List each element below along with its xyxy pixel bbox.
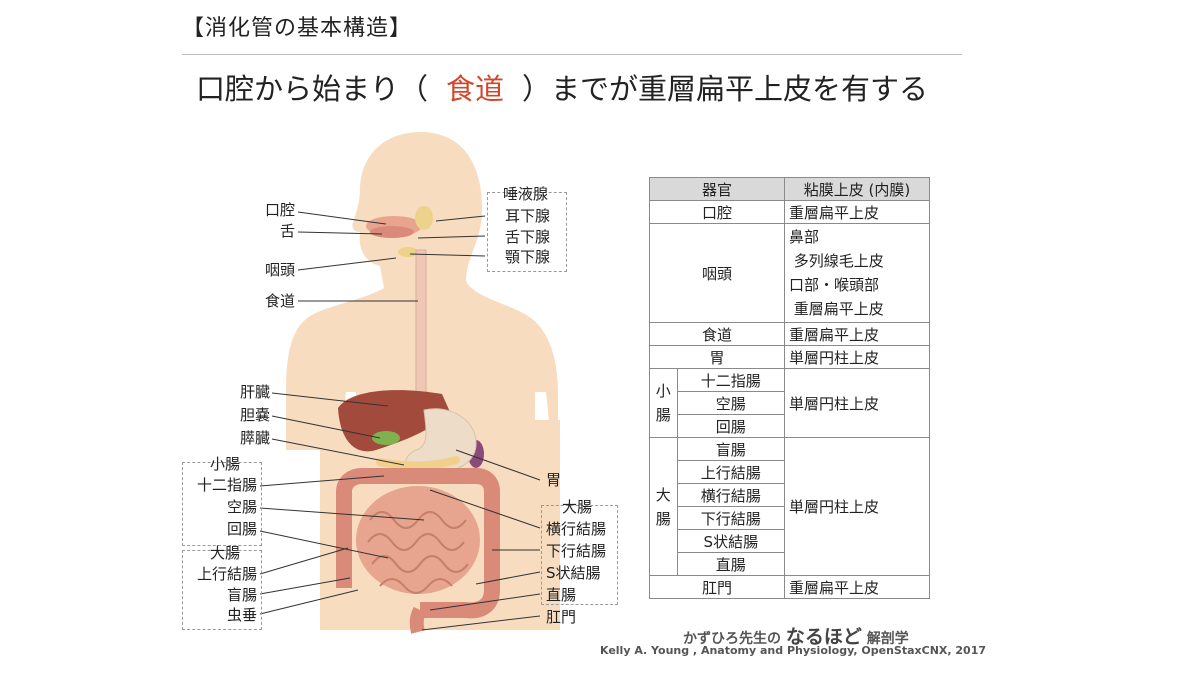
group-small-label: 小腸 <box>655 382 671 424</box>
pharynx-line: 重層扁平上皮 <box>789 300 884 318</box>
tongue <box>370 226 414 238</box>
label-liver: 肝臓 <box>239 383 270 401</box>
label-ascending-colon: 上行結腸 <box>196 565 257 583</box>
label-sigmoid-colon: S状結腸 <box>546 564 601 582</box>
table-row: 肛門 重層扁平上皮 <box>649 575 930 599</box>
epithelium-pharynx: 鼻部 多列線毛上皮口部・喉頭部 重層扁平上皮 <box>784 223 930 323</box>
label-large-intestine-right: 大腸 <box>562 498 593 516</box>
pancreas <box>376 456 460 470</box>
group-large-label: 大腸 <box>655 485 671 528</box>
brand-big: なるほど <box>785 626 862 648</box>
parotid-gland <box>415 206 433 230</box>
subtitle-before: 口腔から始まり（ <box>196 72 429 106</box>
label-descending-colon: 下行結腸 <box>546 542 607 560</box>
label-parotid: 耳下腺 <box>505 207 551 225</box>
slide-header: 【消化管の基本構造】 <box>182 16 413 41</box>
epithelium-table: 器官 粘膜上皮 (内膜) 口腔 重層扁平上皮 咽頭 鼻部 多列線毛上皮口部・喉頭… <box>649 177 930 599</box>
label-stomach: 胃 <box>546 471 562 489</box>
small-intestine-group-box <box>182 462 262 546</box>
part-sigmoid-colon: S状結腸 <box>676 529 786 553</box>
label-transverse-colon: 横行結腸 <box>546 520 607 538</box>
label-cecum: 盲腸 <box>226 586 257 604</box>
organ-oral: 口腔 <box>649 200 785 224</box>
label-large-intestine-left: 大腸 <box>209 544 240 562</box>
part-jejunum: 空腸 <box>676 391 786 415</box>
organ-pharynx: 咽頭 <box>649 223 785 323</box>
epithelium-esophagus: 重層扁平上皮 <box>784 322 930 346</box>
large-intestine-left-group-box <box>182 550 262 630</box>
organ-stomach: 胃 <box>649 345 785 369</box>
label-esophagus: 食道 <box>264 292 295 310</box>
subtitle-answer: 食道 <box>446 72 505 106</box>
label-small-intestine: 小腸 <box>209 455 240 473</box>
brand-suffix: 解剖学 <box>866 631 909 647</box>
header-epithelium: 粘膜上皮 (内膜) <box>784 177 930 201</box>
header-divider <box>182 54 962 55</box>
gallbladder <box>372 431 400 445</box>
slide-subtitle: 口腔から始まり（ 食道 ）までが重層扁平上皮を有する <box>196 66 928 108</box>
leader-lines <box>259 211 541 631</box>
submandibular-gland <box>398 247 418 257</box>
part-transverse-colon: 横行結腸 <box>676 483 786 507</box>
part-rectum: 直腸 <box>676 552 786 576</box>
brand-prefix: かずひろ先生の <box>683 631 781 647</box>
label-jejunum: 空腸 <box>226 498 257 516</box>
label-ileum: 回腸 <box>226 520 257 538</box>
organ-esophagus: 食道 <box>649 322 785 346</box>
image-credit: Kelly A. Young , Anatomy and Physiology,… <box>600 644 987 657</box>
subtitle-after: ）までが重層扁平上皮を有する <box>522 72 929 106</box>
brand-logo-text: かずひろ先生の なるほど 解剖学 <box>683 622 909 649</box>
label-rectum: 直腸 <box>546 586 577 604</box>
table-row: 食道 重層扁平上皮 <box>649 322 930 346</box>
label-tongue: 舌 <box>279 222 295 240</box>
pharynx-line: 鼻部 <box>789 228 820 246</box>
label-sublingual: 舌下腺 <box>505 228 551 246</box>
epithelium-large-intestine: 単層円柱上皮 <box>784 437 930 576</box>
label-pharynx: 咽頭 <box>264 261 295 279</box>
organ-anus: 肛門 <box>649 575 785 599</box>
large-intestine <box>336 468 500 619</box>
pharynx-line: 口部・喉頭部 <box>789 276 880 294</box>
table-row: 直腸 <box>650 552 930 576</box>
table-row: 小腸 十二指腸 単層円柱上皮 <box>649 368 930 438</box>
part-ascending-colon: 上行結腸 <box>676 460 786 484</box>
label-duodenum: 十二指腸 <box>196 476 257 494</box>
table-row: 下行結腸 <box>650 506 930 530</box>
part-descending-colon: 下行結腸 <box>676 506 786 530</box>
group-large-intestine: 大腸 <box>649 437 678 576</box>
epithelium-stomach: 単層円柱上皮 <box>784 345 930 369</box>
epithelium-anus: 重層扁平上皮 <box>784 575 930 599</box>
table-row: 胃 単層円柱上皮 <box>649 345 930 369</box>
label-mouth: 口腔 <box>264 201 295 219</box>
part-ileum: 回腸 <box>676 414 786 438</box>
salivary-gland-group-box <box>487 192 567 272</box>
label-gallbladder: 胆嚢 <box>239 406 270 424</box>
table-row: 咽頭 鼻部 多列線毛上皮口部・喉頭部 重層扁平上皮 <box>649 223 930 323</box>
table-row: 横行結腸 <box>650 483 930 507</box>
table-header-row: 器官 粘膜上皮 (内膜) <box>649 177 930 201</box>
digestive-system-illustration <box>259 132 560 634</box>
pharynx-line: 多列線毛上皮 <box>789 252 884 270</box>
label-anus: 肛門 <box>546 608 577 626</box>
table-row: 上行結腸 <box>650 460 930 484</box>
liver <box>338 390 450 452</box>
rectum <box>409 606 427 634</box>
epithelium-small-intestine: 単層円柱上皮 <box>784 368 930 438</box>
large-intestine-right-group-box <box>541 505 618 605</box>
table-row: 大腸 盲腸 単層円柱上皮 <box>649 437 930 576</box>
part-duodenum: 十二指腸 <box>676 368 786 392</box>
label-pancreas: 膵臓 <box>239 429 270 447</box>
label-appendix: 虫垂 <box>226 606 257 624</box>
part-cecum: 盲腸 <box>676 437 786 461</box>
label-salivary-glands: 唾液腺 <box>503 185 549 203</box>
group-small-intestine: 小腸 <box>649 368 678 438</box>
epithelium-oral: 重層扁平上皮 <box>784 200 930 224</box>
label-submandibular: 顎下腺 <box>505 248 551 266</box>
header-organ: 器官 <box>649 177 785 201</box>
table-row: 口腔 重層扁平上皮 <box>649 200 930 224</box>
